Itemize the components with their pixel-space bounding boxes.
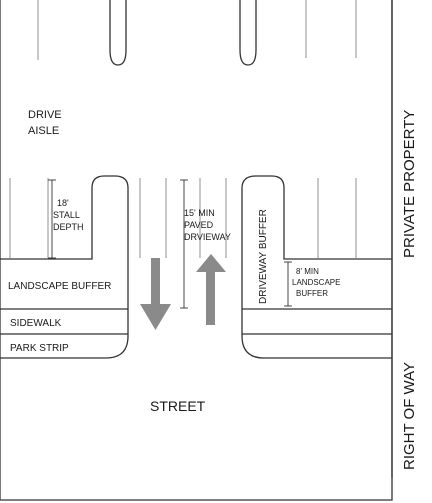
paved-driveway-label: PAVED [184, 220, 214, 230]
parking-island-top-right [239, 0, 257, 66]
paved-driveway-label: 15' MIN [184, 208, 215, 218]
park-strip-label: PARK STRIP [10, 343, 69, 354]
right-landscape-island [241, 175, 392, 359]
drive-aisle-label: DRIVE [28, 109, 62, 121]
private-property-label: PRIVATE PROPERTY [401, 110, 418, 258]
stall-depth-label: STALL [53, 210, 80, 220]
drive-aisle-label: AISLE [28, 125, 59, 137]
left-landscape-island [0, 175, 129, 359]
stall-depth-label: DEPTH [53, 222, 84, 232]
paved-driveway-label: DRVIEWAY [184, 232, 231, 242]
min-buffer-label: BUFFER [296, 289, 328, 298]
arrow-up-icon [196, 254, 226, 325]
right-of-way-label: RIGHT OF WAY [401, 362, 418, 470]
driveway-buffer-label: DRIVEWAY BUFFER [258, 209, 269, 304]
street-label: STREET [150, 398, 206, 414]
landscape-buffer-label: LANDSCAPE BUFFER [8, 281, 111, 292]
stall-depth-label: 18' [57, 198, 69, 208]
min-buffer-label: 8' MIN [296, 267, 319, 276]
min-buffer-label: LANDSCAPE [292, 278, 340, 287]
parking-island-top-left [109, 0, 127, 66]
outer-border [0, 0, 393, 501]
sidewalk-label: SIDEWALK [10, 318, 62, 329]
arrow-down-icon [140, 258, 171, 330]
